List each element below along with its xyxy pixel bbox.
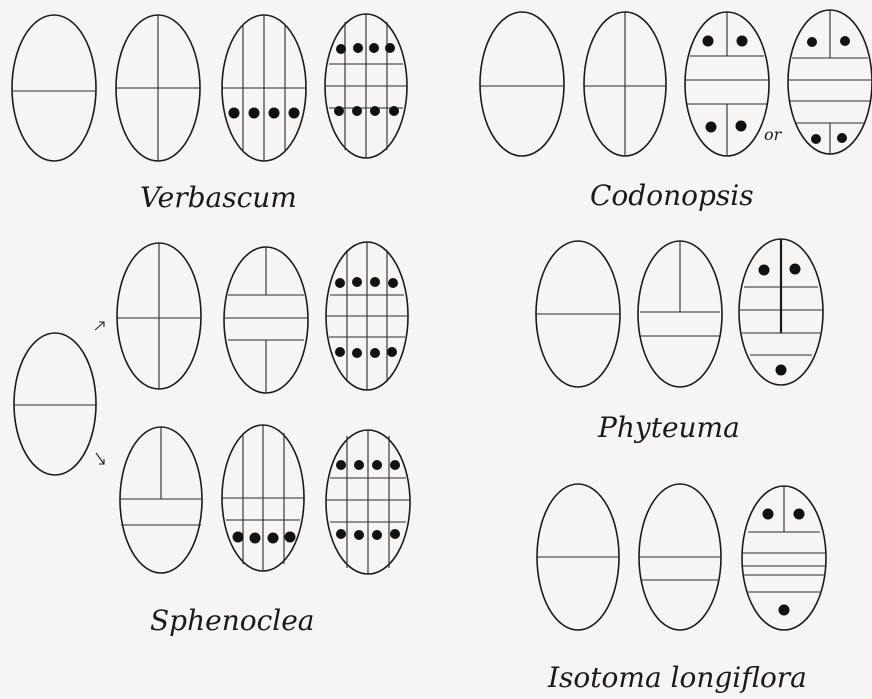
label-codonopsis: Codonopsis — [590, 179, 754, 212]
verbascum-group: Verbascum — [12, 14, 407, 214]
sphenoclea-lower-stage-4 — [326, 430, 410, 574]
label-verbascum: Verbascum — [140, 181, 297, 214]
codonopsis-stage-2 — [584, 12, 666, 156]
isotoma-stage-3 — [742, 486, 826, 630]
sphenoclea-lower-stage-2 — [120, 427, 202, 573]
codonopsis-stage-3 — [685, 12, 769, 156]
sphenoclea-lower-stage-3 — [222, 425, 304, 571]
label-isotoma: Isotoma longiflora — [547, 661, 807, 694]
sphenoclea-upper-stage-4 — [326, 242, 408, 390]
sphenoclea-upper-stage-2 — [117, 243, 201, 389]
codonopsis-stage-3-alt — [788, 10, 872, 154]
phyteuma-stage-3 — [739, 239, 823, 385]
isotoma-group: Isotoma longiflora — [537, 484, 826, 694]
verbascum-stage-3 — [222, 15, 306, 161]
verbascum-stage-4 — [325, 14, 407, 158]
sphenoclea-arrow-up — [95, 322, 104, 330]
label-phyteuma: Phyteuma — [597, 411, 740, 444]
isotoma-stage-1 — [537, 484, 619, 630]
phyteuma-group: Phyteuma — [536, 239, 823, 444]
label-sphenoclea: Sphenoclea — [150, 604, 315, 637]
sphenoclea-group: Sphenoclea — [14, 242, 410, 637]
label-or: or — [764, 125, 783, 144]
phyteuma-stage-2 — [638, 241, 722, 387]
codonopsis-stage-1 — [480, 12, 564, 156]
verbascum-stage-2 — [116, 15, 200, 161]
verbascum-stage-1 — [12, 15, 96, 161]
phyteuma-stage-1 — [536, 241, 620, 387]
sphenoclea-arrow-down — [96, 453, 104, 464]
sphenoclea-upper-stage-3 — [224, 247, 308, 393]
isotoma-stage-2 — [639, 484, 721, 630]
codonopsis-group: or Codonopsis — [480, 10, 872, 212]
sphenoclea-stage-1 — [14, 333, 96, 475]
